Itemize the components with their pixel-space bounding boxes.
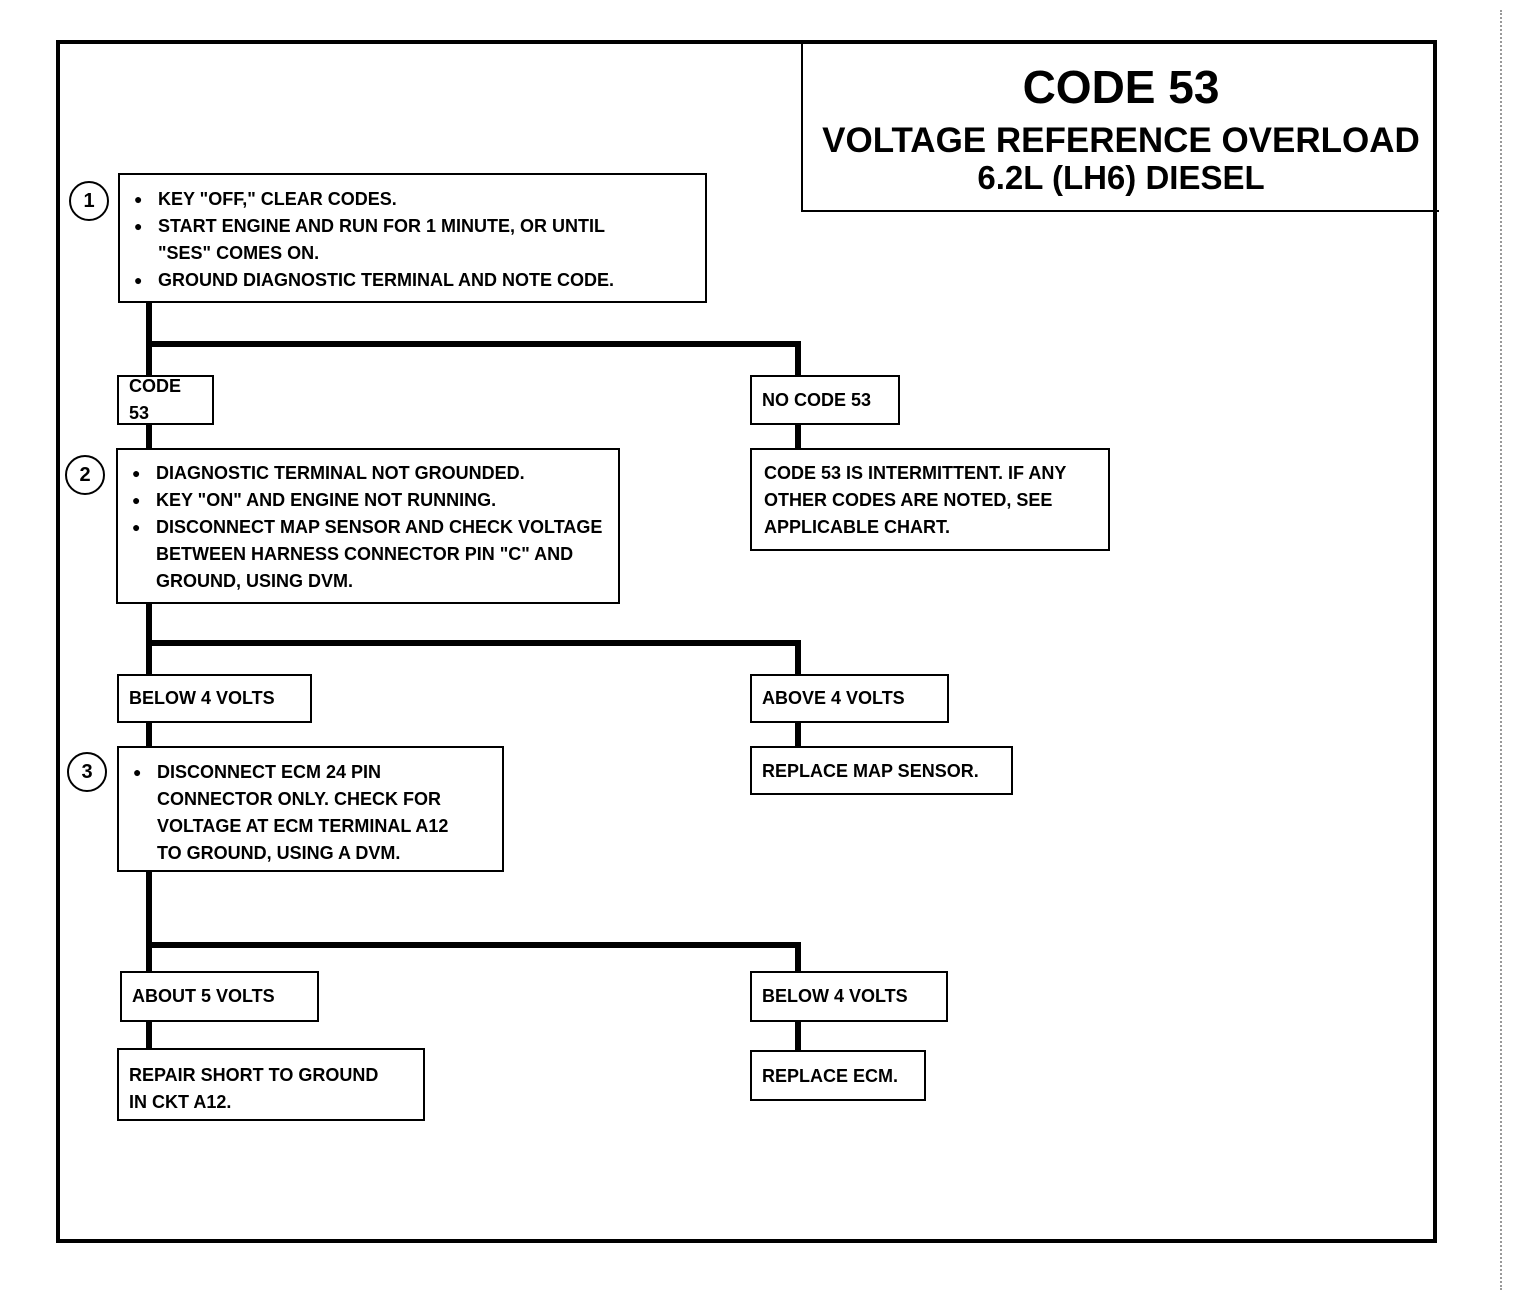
- step-2-box: DIAGNOSTIC TERMINAL NOT GROUNDED. KEY "O…: [116, 448, 620, 604]
- connector: [146, 722, 152, 747]
- connector: [146, 341, 801, 347]
- connector: [795, 341, 801, 377]
- step-1-box: KEY "OFF," CLEAR CODES. START ENGINE AND…: [118, 173, 707, 303]
- connector: [795, 722, 801, 747]
- step-2-item: DISCONNECT MAP SENSOR AND CHECK VOLTAGE …: [126, 514, 610, 595]
- connector: [795, 1020, 801, 1051]
- step-2-item: KEY "ON" AND ENGINE NOT RUNNING.: [126, 487, 610, 514]
- step-2-item: DIAGNOSTIC TERMINAL NOT GROUNDED.: [126, 460, 610, 487]
- connector: [146, 942, 801, 948]
- branch-above-4-volts: ABOVE 4 VOLTS: [750, 674, 949, 723]
- title-box: CODE 53 VOLTAGE REFERENCE OVERLOAD 6.2L …: [801, 42, 1439, 212]
- step-1-item: GROUND DIAGNOSTIC TERMINAL AND NOTE CODE…: [128, 267, 697, 294]
- step-3-item: DISCONNECT ECM 24 PIN CONNECTOR ONLY. CH…: [127, 759, 494, 867]
- result-replace-map-sensor: REPLACE MAP SENSOR.: [750, 746, 1013, 795]
- connector: [146, 870, 152, 972]
- connector: [146, 603, 152, 675]
- result-replace-ecm: REPLACE ECM.: [750, 1050, 926, 1101]
- connector: [146, 640, 801, 646]
- title-engine: 6.2L (LH6) DIESEL: [977, 159, 1265, 196]
- result-intermittent: CODE 53 IS INTERMITTENT. IF ANY OTHER CO…: [750, 448, 1110, 551]
- step-3-marker: 3: [67, 752, 107, 792]
- step-1-item: START ENGINE AND RUN FOR 1 MINUTE, OR UN…: [128, 213, 697, 267]
- step-1-marker: 1: [69, 181, 109, 221]
- connector: [146, 424, 152, 449]
- branch-below-4-volts-b: BELOW 4 VOLTS: [750, 971, 948, 1022]
- result-repair-short: REPAIR SHORT TO GROUND IN CKT A12.: [117, 1048, 425, 1121]
- title-code: CODE 53: [1022, 61, 1220, 113]
- connector: [146, 302, 152, 377]
- title-subtitle: VOLTAGE REFERENCE OVERLOAD: [822, 121, 1420, 160]
- connector: [795, 942, 801, 973]
- branch-no-code-53: NO CODE 53: [750, 375, 900, 425]
- step-1-item: KEY "OFF," CLEAR CODES.: [128, 186, 697, 213]
- connector: [795, 640, 801, 675]
- page-edge: [1500, 10, 1504, 1290]
- step-2-marker: 2: [65, 455, 105, 495]
- connector: [795, 424, 801, 449]
- branch-about-5-volts: ABOUT 5 VOLTS: [120, 971, 319, 1022]
- step-3-box: DISCONNECT ECM 24 PIN CONNECTOR ONLY. CH…: [117, 746, 504, 872]
- branch-below-4-volts-a: BELOW 4 VOLTS: [117, 674, 312, 723]
- diagram-frame: [56, 40, 1437, 1243]
- branch-code-53: CODE 53: [117, 375, 214, 425]
- connector: [146, 1020, 152, 1049]
